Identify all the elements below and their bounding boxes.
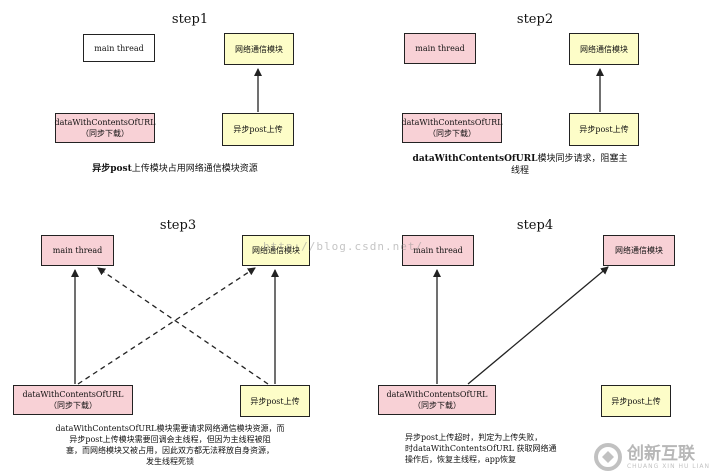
step4-sync-sublabel: （同步下载） [413, 401, 461, 410]
step2-caption-rest: 模块同步请求，阻塞主线程 [510, 154, 628, 176]
brand-name: 创新互联 [626, 443, 695, 464]
step1-sync-label: dataWithContentsOfURL [54, 118, 156, 127]
step4-network-label: 网络通信模块 [615, 246, 663, 255]
step3-caption-line: 发生线程死锁 [146, 457, 194, 466]
step3-network-box: 网络通信模块 [242, 235, 310, 266]
step3-async-label: 异步post上传 [250, 396, 300, 406]
step1-caption-rest: 上传模块占用网络通信模块资源 [131, 164, 258, 174]
step3-network-label: 网络通信模块 [252, 246, 300, 255]
step1-async-label: 异步post上传 [233, 125, 283, 134]
step4-async-label: 异步post上传 [611, 396, 661, 406]
step2-caption: dataWithContentsOfURL模块同步请求，阻塞主线程 [410, 153, 630, 177]
step3-sync-label: dataWithContentsOfURL [22, 390, 124, 399]
step4-caption: 异步post上传超时，判定为上传失败， 时dataWithContentsOfU… [405, 432, 585, 465]
step4-network-box: 网络通信模块 [603, 235, 675, 266]
step1-title: step1 [171, 12, 209, 27]
step2-caption-bold: dataWithContentsOfURL [412, 154, 538, 164]
step2-sync-sublabel: （同步下载） [428, 129, 476, 138]
step2-network-label: 网络通信模块 [580, 44, 628, 54]
step4-sync-label: dataWithContentsOfURL [386, 390, 488, 399]
step1-sync-sublabel: （同步下载） [81, 129, 129, 138]
step4-main-thread-label: main thread [413, 246, 463, 255]
watermark-url: http://blog.csdn.net/ [263, 240, 424, 253]
brand-logo: 创新互联 CHUANG XIN HU LIAN [593, 442, 710, 472]
step1-main-thread-box: main thread [83, 34, 155, 62]
step3-sync-box: dataWithContentsOfURL （同步下载） [13, 385, 133, 415]
step4-main-thread-box: main thread [402, 235, 474, 266]
step3-main-thread-label: main thread [52, 246, 103, 255]
step4-sync-box: dataWithContentsOfURL （同步下载） [378, 385, 496, 415]
step2-main-thread-box: main thread [404, 33, 476, 64]
step1-sync-box: dataWithContentsOfURL （同步下载） [54, 113, 156, 143]
step4-caption-line: 时dataWithContentsOfURL 获取网络通 [405, 444, 557, 453]
step1-network-label: 网络通信模块 [235, 44, 283, 54]
step4-caption-line: 操作后，恢复主线程，app恢复 [405, 455, 517, 464]
step2-main-thread-label: main thread [415, 44, 465, 53]
step1-async-box: 异步post上传 [222, 113, 294, 146]
arrow-step3-sync-to-network-dashed [77, 267, 256, 385]
brand-mark-icon [593, 443, 622, 471]
step1-caption: 异步post上传模块占用网络通信模块资源 [60, 163, 290, 175]
step1-caption-bold: 异步post [92, 164, 132, 174]
step3-caption-line: dataWithContentsOfURL模块需要请求网络通信模块资源，而 [55, 424, 285, 433]
step2-async-box: 异步post上传 [569, 113, 639, 146]
brand-subtitle: CHUANG XIN HU LIAN [626, 462, 710, 470]
step4-title: step4 [516, 218, 554, 233]
step1-network-box: 网络通信模块 [224, 33, 294, 65]
step2-sync-label: dataWithContentsOfURL [401, 118, 503, 127]
step3-title: step3 [159, 218, 197, 233]
step2-async-label: 异步post上传 [579, 125, 629, 134]
step3-main-thread-box: main thread [41, 235, 114, 266]
arrow-step3-async-to-main-dashed [97, 267, 269, 385]
step4-caption-line: 异步post上传超时，判定为上传失败， [405, 433, 543, 442]
step3-caption-line: 塞，而网络模块又被占用，因此双方都无法释放自身资源， [66, 446, 274, 455]
arrow-step4-sync-to-network [467, 266, 609, 385]
step2-title: step2 [516, 12, 554, 27]
step3-async-box: 异步post上传 [240, 385, 310, 417]
step3-caption: dataWithContentsOfURL模块需要请求网络通信模块资源，而 异步… [20, 423, 320, 467]
step4-async-box: 异步post上传 [601, 385, 671, 417]
step3-sync-sublabel: （同步下载） [49, 401, 97, 410]
step2-network-box: 网络通信模块 [569, 33, 639, 65]
step1-main-thread-label: main thread [94, 43, 144, 53]
step2-sync-box: dataWithContentsOfURL （同步下载） [401, 113, 503, 143]
step3-caption-line: 异步post上传模块需要回调会主线程，但因为主线程被阻 [69, 435, 271, 444]
